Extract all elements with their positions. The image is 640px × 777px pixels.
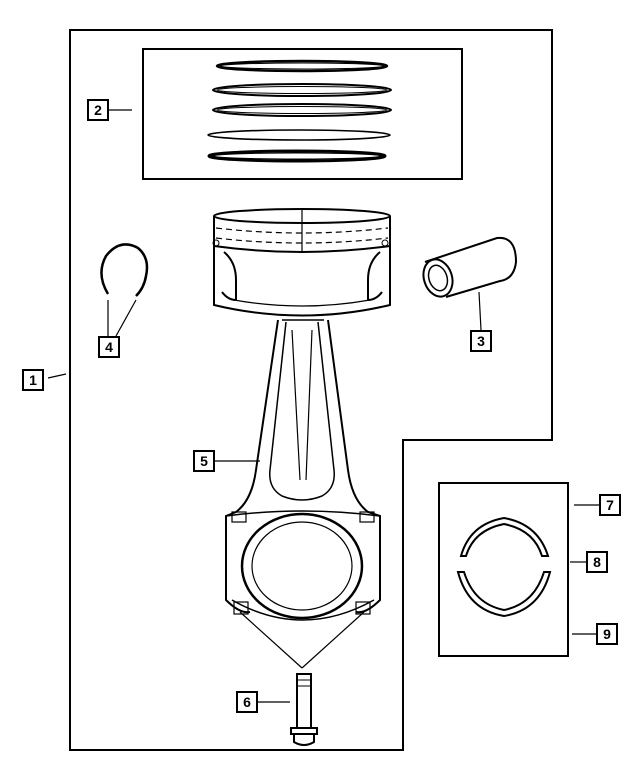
piston-rings	[207, 59, 392, 163]
callout-box-7: 7	[599, 494, 621, 516]
callout-label-3: 3	[477, 333, 485, 349]
connecting-rod-bolt	[290, 673, 318, 746]
assembly-boundary	[69, 29, 553, 751]
callout-box-8: 8	[586, 551, 608, 573]
upper-bearing-shell	[459, 516, 550, 557]
callout-label-2: 2	[94, 102, 102, 118]
bearing-box	[438, 482, 569, 657]
callout-leaders	[47, 109, 599, 703]
callout-label-9: 9	[603, 626, 611, 642]
lower-bearing-shell	[456, 571, 552, 618]
piston-pin-retainer	[100, 243, 149, 297]
piston-pin	[422, 236, 518, 298]
callout-box-4: 4	[98, 336, 120, 358]
ring-3	[212, 103, 392, 117]
connecting-rod	[225, 319, 381, 621]
callout-label-7: 7	[606, 497, 614, 513]
bolt-leader-lines	[239, 611, 365, 669]
callout-label-5: 5	[200, 453, 208, 469]
ring-4	[207, 129, 391, 141]
callout-box-2: 2	[87, 99, 109, 121]
callout-label-1: 1	[29, 372, 37, 388]
callout-box-9: 9	[596, 623, 618, 645]
bearing-shells	[456, 516, 552, 618]
callout-box-1: 1	[22, 369, 44, 391]
callout-label-8: 8	[593, 554, 601, 570]
callout-box-3: 3	[470, 330, 492, 352]
callout-label-6: 6	[243, 694, 251, 710]
ring-1	[215, 59, 389, 73]
ring-5	[207, 149, 387, 163]
ring-set-box	[142, 48, 463, 180]
callout-box-5: 5	[193, 450, 215, 472]
callout-box-6: 6	[236, 691, 258, 713]
piston	[212, 208, 391, 317]
ring-2	[212, 83, 392, 97]
callout-label-4: 4	[105, 339, 113, 355]
